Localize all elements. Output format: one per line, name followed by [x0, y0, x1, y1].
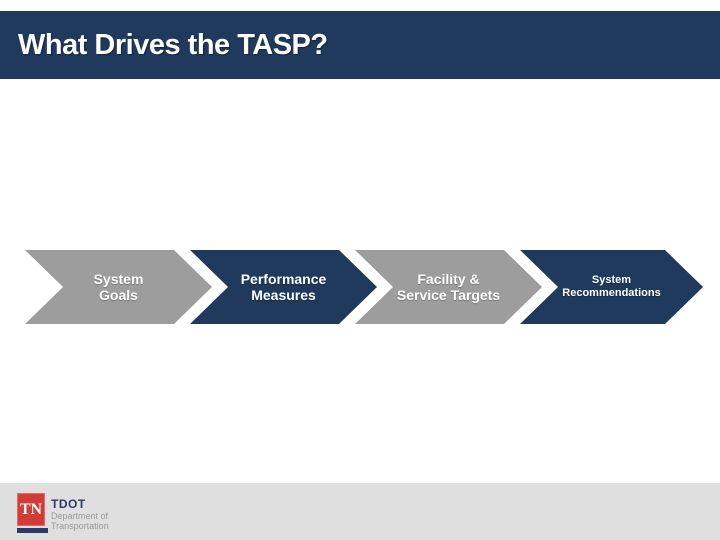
logo-underline-stripe — [17, 528, 48, 533]
flow-step-performance-measures: Performance Measures — [190, 250, 377, 324]
tdot-logo-text: TDOT Department of Transportation — [51, 497, 109, 532]
footer-band: TN TDOT Department of Transportation — [0, 483, 720, 540]
tn-logo-text: TN — [19, 500, 43, 518]
flow-step-system-goals: System Goals — [25, 250, 212, 324]
title-bar: What Drives the TASP? — [0, 11, 720, 79]
tdot-dept-line2: Transportation — [51, 521, 109, 531]
flow-step-label-line: System — [591, 274, 632, 286]
flow-step-label-line: Measures — [251, 287, 316, 303]
tdot-dept-line1: Department of — [51, 511, 109, 521]
flow-step-label-line: System — [93, 271, 144, 287]
tdot-agency-name: TDOT — [51, 497, 86, 511]
slide-title: What Drives the TASP? — [18, 28, 328, 61]
process-flow: System Goals Performance Measures Facili… — [25, 250, 707, 324]
flow-step-label-line: Facility & — [417, 271, 480, 287]
flow-step-label-line: Goals — [99, 287, 138, 303]
flow-step-facility-service-targets: Facility & Service Targets — [355, 250, 542, 324]
flow-step-label-line: Recommendations — [562, 287, 661, 299]
flow-step-label-line: Performance — [240, 271, 327, 287]
tn-flag-logo: TN — [17, 493, 45, 526]
flow-step-system-recommendations: System Recommendations — [520, 250, 703, 324]
flow-step-label-line: Service Targets — [396, 287, 501, 303]
